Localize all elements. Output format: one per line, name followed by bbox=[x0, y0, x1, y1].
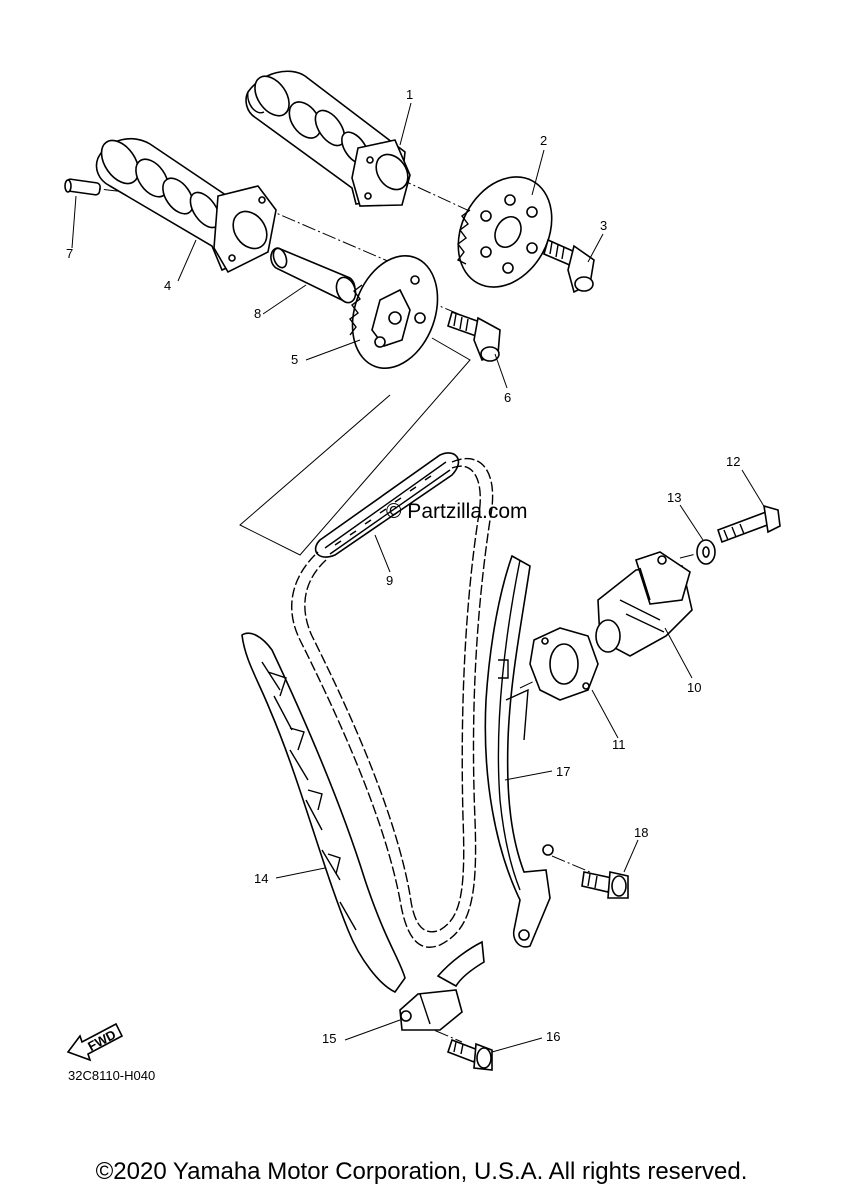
callout-10: 10 bbox=[687, 680, 701, 695]
part-6-bolt[interactable] bbox=[447, 310, 501, 362]
callout-18: 18 bbox=[634, 825, 648, 840]
callout-9: 9 bbox=[386, 573, 393, 588]
copyright-notice: ©2020 Yamaha Motor Corporation, U.S.A. A… bbox=[95, 1158, 748, 1185]
callout-6: 6 bbox=[504, 390, 511, 405]
diagram-code: 32C8110-H040 bbox=[68, 1068, 156, 1083]
callout-5: 5 bbox=[291, 352, 298, 367]
leader-lines bbox=[71, 102, 766, 1053]
part-11-gasket[interactable] bbox=[529, 627, 599, 701]
callout-1: 1 bbox=[406, 87, 413, 102]
callout-8: 8 bbox=[254, 306, 261, 321]
part-12-bolt[interactable] bbox=[716, 504, 781, 544]
part-10-tensioner[interactable] bbox=[595, 551, 693, 657]
callout-17: 17 bbox=[556, 764, 570, 779]
part-5-sprocket[interactable] bbox=[338, 244, 453, 380]
watermark: © Partzilla.com bbox=[386, 500, 528, 523]
part-15-guide-stopper[interactable] bbox=[399, 940, 485, 1031]
part-16-bolt[interactable] bbox=[446, 1038, 493, 1071]
part-3-bolt[interactable] bbox=[543, 238, 595, 294]
callout-13: 13 bbox=[667, 490, 681, 505]
callout-labels: 1 2 3 4 5 6 7 8 9 10 11 12 13 14 15 16 1… bbox=[66, 87, 740, 1046]
callout-11: 11 bbox=[612, 737, 626, 752]
callout-16: 16 bbox=[546, 1029, 560, 1044]
callout-3: 3 bbox=[600, 218, 607, 233]
callout-4: 4 bbox=[164, 278, 171, 293]
part-14-chain-guide[interactable] bbox=[241, 632, 406, 994]
fwd-arrow-icon: FWD bbox=[66, 1022, 124, 1062]
part-7-dowel-pin[interactable] bbox=[64, 178, 101, 196]
part-8-shaft[interactable] bbox=[270, 247, 359, 306]
part-4-camshaft[interactable] bbox=[94, 134, 277, 274]
part-13-washer[interactable] bbox=[696, 539, 716, 565]
part-1-camshaft[interactable] bbox=[245, 70, 414, 207]
part-18-bolt[interactable] bbox=[581, 871, 629, 899]
fwd-label: FWD bbox=[85, 1027, 118, 1054]
callout-15: 15 bbox=[322, 1031, 336, 1046]
part-9-timing-chain[interactable] bbox=[291, 452, 494, 948]
callout-2: 2 bbox=[540, 133, 547, 148]
callout-7: 7 bbox=[66, 246, 73, 261]
callout-12: 12 bbox=[726, 454, 740, 469]
part-2-sprocket[interactable] bbox=[440, 161, 570, 304]
part-17-tensioner-guide[interactable] bbox=[484, 554, 554, 948]
callout-14: 14 bbox=[254, 871, 268, 886]
